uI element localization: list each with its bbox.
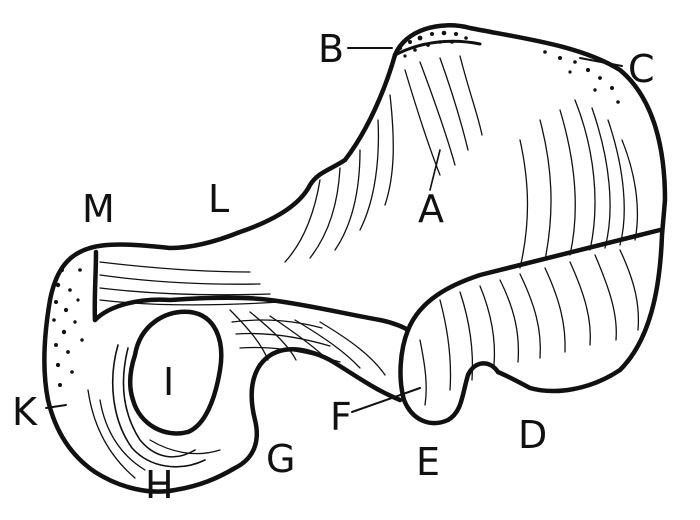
leader-lines [45,47,623,413]
pubis-hatching [87,261,386,479]
crest-stippling-top [393,30,627,104]
label-G: G [266,437,295,481]
label-E: E [416,440,440,484]
obturator-foramen [127,309,224,436]
crest-stippling-left [52,268,84,387]
label-I: I [163,360,174,404]
label-H: H [145,463,174,507]
label-M: M [82,187,115,231]
label-L: L [208,177,229,221]
label-A: A [418,187,444,231]
label-D: D [518,413,547,457]
label-B: B [318,27,344,71]
label-F: F [330,395,352,439]
ischium-hatching [419,249,640,406]
bone-outline [42,23,668,494]
label-K: K [12,390,38,434]
label-C: C [628,47,655,91]
iliac-wing-hatching [284,55,639,269]
